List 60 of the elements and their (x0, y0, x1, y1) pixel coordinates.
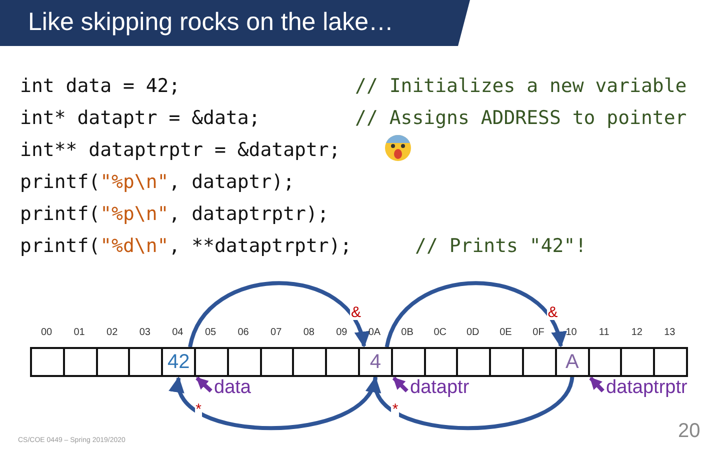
memory-cell: 4 (358, 347, 393, 377)
address-label: 13 (663, 327, 676, 338)
address-label: 01 (72, 327, 86, 338)
address-label: 11 (598, 327, 610, 338)
address-label: 0F (532, 327, 546, 338)
memory-cell (30, 347, 65, 377)
code-line: printf("%p\n", dataptr); (20, 170, 295, 194)
edge-label: & (546, 305, 559, 320)
leader-arrow (196, 376, 212, 392)
address-label: 04 (171, 327, 184, 338)
address-label: 02 (106, 327, 119, 338)
memory-cell (620, 347, 656, 377)
code-comment: // Prints "42"! (415, 234, 587, 258)
slide-title: Like skipping rocks on the lake… (28, 8, 394, 37)
memory-cell: A (554, 347, 590, 377)
curved-arrow (188, 281, 368, 348)
variable-name: dataptrptr (606, 377, 688, 399)
memory-cell (292, 347, 328, 377)
memory-cell (390, 347, 426, 377)
code-line: int* dataptr = &data; (20, 106, 260, 130)
memory-cell: 42 (161, 347, 196, 377)
address-label: 10 (564, 327, 578, 338)
memory-cell (424, 347, 458, 377)
curved-arrow (384, 281, 565, 348)
code-line: printf("%p\n", dataptrptr); (20, 202, 329, 226)
address-label: 06 (236, 327, 250, 338)
memory-cell (522, 347, 557, 377)
memory-cell (226, 347, 262, 377)
address-label: 0D (465, 327, 480, 338)
memory-cell (260, 347, 294, 377)
edge-label: * (194, 402, 202, 417)
variable-name: data (214, 377, 251, 399)
memory-cell (194, 347, 229, 377)
code-line: int** dataptrptr = &dataptr; (20, 138, 340, 162)
address-label: 03 (138, 327, 152, 338)
code-line: int data = 42; (20, 74, 180, 98)
address-label: 0A (367, 327, 382, 338)
memory-cell (653, 347, 688, 377)
memory-cell (588, 347, 622, 377)
address-label: 0B (400, 327, 414, 338)
code-comment: // Assigns ADDRESS to pointer (355, 106, 687, 130)
address-label: 07 (270, 327, 283, 338)
address-label: 00 (40, 327, 54, 338)
leader-arrow (589, 376, 604, 392)
address-label: 0E (498, 327, 513, 338)
memory-cell (489, 347, 524, 377)
memory-cell (96, 347, 130, 377)
page-number: 20 (678, 420, 700, 443)
address-label: 09 (335, 327, 348, 338)
code-line: printf("%d\n", **dataptrptr); (20, 234, 352, 258)
memory-cell (456, 347, 492, 377)
code-comment: // Initializes a new variable (355, 74, 687, 98)
edge-label: & (350, 305, 362, 320)
memory-cell (325, 347, 360, 377)
memory-cell (62, 347, 98, 377)
memory-cell (128, 347, 164, 377)
address-label: 12 (630, 327, 644, 338)
address-label: 08 (302, 327, 316, 338)
address-label: 05 (204, 327, 218, 338)
address-label: 0C (432, 327, 448, 338)
